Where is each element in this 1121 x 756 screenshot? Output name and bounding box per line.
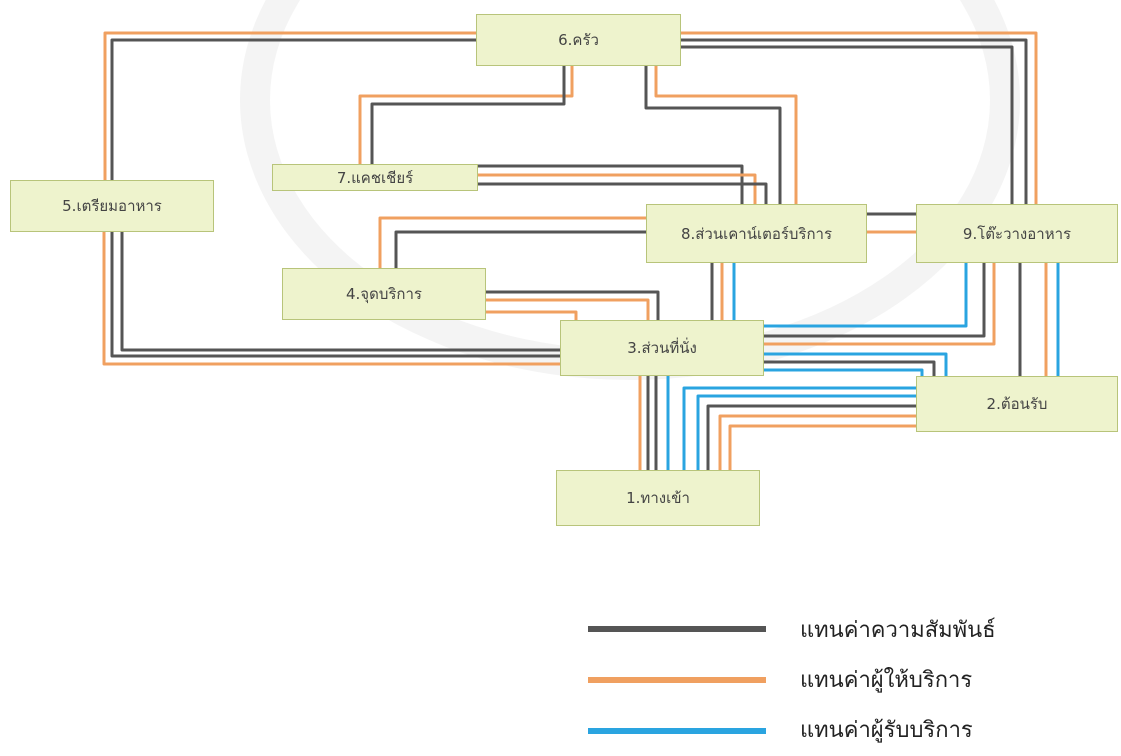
link-7-8-provider: [478, 175, 755, 204]
node-3-seating: 3.ส่วนที่นั่ง: [560, 320, 764, 376]
node-5-food-prep: 5.เตรียมอาหาร: [10, 180, 214, 232]
link-3-2-customer-2: [764, 370, 922, 376]
link-6-9-relation: [680, 40, 1026, 204]
link-6-7-relation: [372, 62, 564, 166]
node-7-cashier: 7.แคชเชียร์: [272, 164, 478, 191]
link-2-1-provider-2: [730, 426, 916, 470]
link-6-9-provider: [680, 33, 1036, 204]
link-6-7-provider: [360, 62, 572, 166]
link-9-3-provider: [764, 262, 994, 344]
node-2-reception: 2.ต้อนรับ: [916, 376, 1118, 432]
node-8-service-counter: 8.ส่วนเคาน์เตอร์บริการ: [646, 204, 867, 263]
link-8-4-provider: [380, 218, 646, 268]
link-7-8-relation-2: [478, 184, 766, 204]
legend-line-customer: [588, 728, 766, 734]
legend-line-provider: [588, 677, 766, 683]
link-5-6-provider: [105, 33, 478, 182]
legend-label-provider: แทนค่าผู้ให้บริการ: [800, 662, 972, 697]
legend-line-relation: [588, 626, 766, 632]
link-4-3-relation: [486, 292, 658, 320]
node-9-food-table: 9.โต๊ะวางอาหาร: [916, 204, 1118, 263]
link-8-4-relation: [396, 232, 646, 268]
link-6-2-relation: [680, 47, 1012, 204]
link-9-3-customer: [764, 262, 966, 326]
link-5-6-relation: [112, 40, 478, 182]
node-4-service-point: 4.จุดบริการ: [282, 268, 486, 320]
node-6-kitchen: 6.ครัว: [476, 14, 681, 66]
legend-label-customer: แทนค่าผู้รับบริการ: [800, 712, 973, 747]
link-4-3-provider: [486, 300, 648, 320]
link-4-3-provider-2: [486, 312, 576, 320]
legend-label-relation: แทนค่าความสัมพันธ์: [800, 612, 996, 647]
link-2-1-provider: [720, 416, 916, 470]
node-1-entrance: 1.ทางเข้า: [556, 470, 760, 526]
link-3-2-customer: [764, 354, 946, 376]
